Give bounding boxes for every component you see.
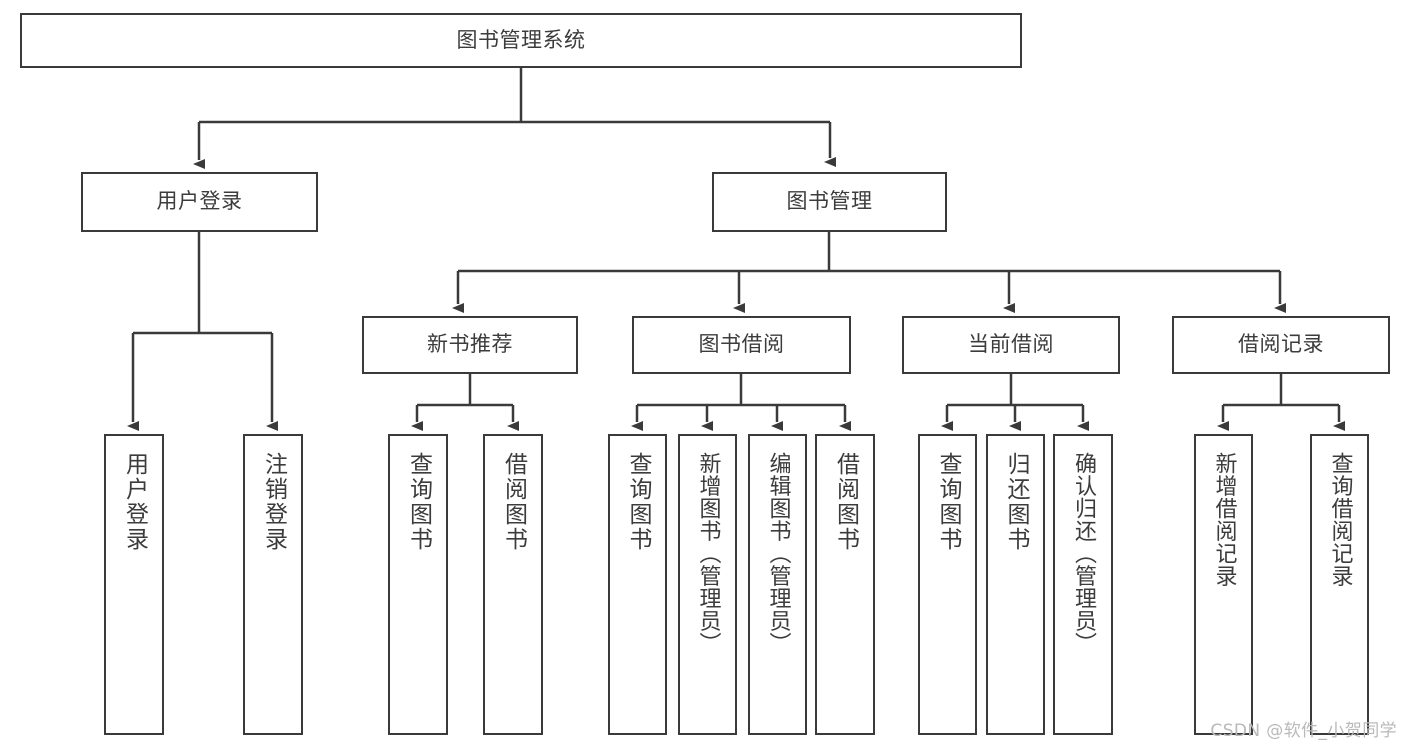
node-leaf-return-book-label: 归还图书 [1003,452,1029,552]
node-user-login-label: 用户登录 [156,189,243,214]
node-new-book-recommend-label: 新书推荐 [427,332,513,357]
node-root[interactable]: 图书管理系统 [20,13,1022,68]
node-book-borrow-label: 图书借阅 [698,332,785,357]
node-leaf-borrow-book-recommend-label: 借阅图书 [500,452,527,552]
csdn-watermark: CSDN @软件_小贺同学 [1210,721,1397,741]
node-leaf-add-book-admin-label: 新增图书（管理员） [695,452,721,655]
node-book-borrow[interactable]: 图书借阅 [632,316,851,374]
node-borrow-record[interactable]: 借阅记录 [1172,316,1390,374]
node-leaf-add-borrow-record[interactable]: 新增借阅记录 [1194,434,1253,735]
node-borrow-record-label: 借阅记录 [1238,332,1324,357]
node-leaf-borrow-book-recommend[interactable]: 借阅图书 [483,434,543,735]
node-leaf-edit-book-admin-label: 编辑图书（管理员） [765,452,791,655]
node-leaf-confirm-return-admin-label: 确认归还（管理员） [1071,452,1096,655]
node-leaf-query-borrow-record-label: 查询借阅记录 [1327,452,1353,587]
node-leaf-query-book-recommend[interactable]: 查询图书 [388,434,448,735]
node-leaf-user-login-label: 用户登录 [121,452,148,552]
node-leaf-query-book-recommend-label: 查询图书 [405,452,432,552]
node-leaf-logout[interactable]: 注销登录 [243,434,303,735]
node-user-login[interactable]: 用户登录 [81,172,318,232]
node-leaf-query-book-current[interactable]: 查询图书 [918,434,977,735]
node-book-management[interactable]: 图书管理 [712,172,947,232]
node-leaf-query-book-current-label: 查询图书 [935,452,961,552]
node-leaf-query-book-borrow[interactable]: 查询图书 [608,434,667,735]
node-leaf-confirm-return-admin[interactable]: 确认归还（管理员） [1053,434,1113,735]
node-leaf-query-book-borrow-label: 查询图书 [625,452,651,552]
node-leaf-query-borrow-record[interactable]: 查询借阅记录 [1310,434,1369,735]
node-current-borrow-label: 当前借阅 [968,332,1054,357]
node-leaf-borrow-book-label: 借阅图书 [832,452,859,552]
node-leaf-add-book-admin[interactable]: 新增图书（管理员） [678,434,737,735]
node-leaf-return-book[interactable]: 归还图书 [986,434,1045,735]
node-new-book-recommend[interactable]: 新书推荐 [362,316,578,374]
node-leaf-edit-book-admin[interactable]: 编辑图书（管理员） [748,434,807,735]
node-leaf-borrow-book[interactable]: 借阅图书 [815,434,875,735]
node-leaf-user-login[interactable]: 用户登录 [104,434,164,735]
node-current-borrow[interactable]: 当前借阅 [902,316,1120,374]
node-root-label: 图书管理系统 [456,27,586,52]
node-leaf-add-borrow-record-label: 新增借阅记录 [1211,452,1237,587]
node-leaf-logout-label: 注销登录 [260,452,287,552]
node-book-management-label: 图书管理 [786,189,873,214]
